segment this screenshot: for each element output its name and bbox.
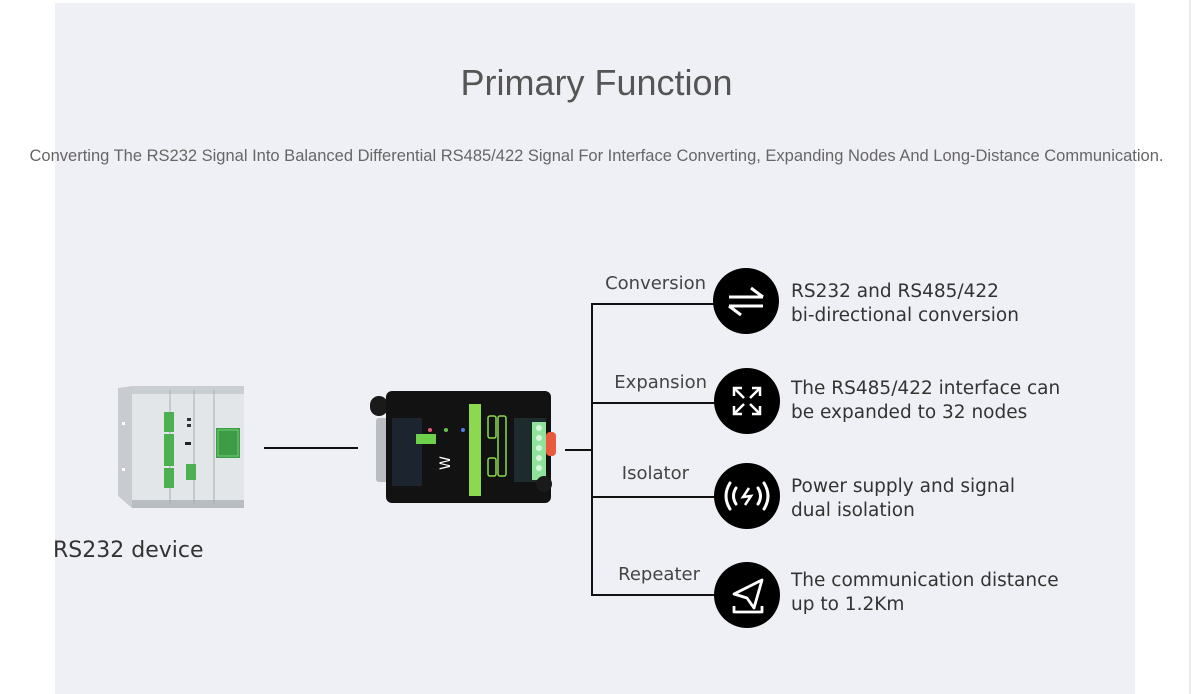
rs232-to-rs485-converter-image: W [370, 391, 556, 503]
branch-label-conversion: Conversion [605, 273, 706, 294]
branch-label-expansion: Expansion [614, 372, 707, 393]
description-line: RS232 and RS485/422 [791, 281, 999, 302]
branch-label-repeater: Repeater [618, 564, 700, 585]
description-line: Power supply and signal [791, 476, 1016, 497]
primary-function-panel [55, 3, 1135, 694]
description-line: bi-directional conversion [791, 305, 1019, 326]
description-line: dual isolation [791, 500, 915, 521]
isolator-icon-badge [714, 463, 780, 529]
description-line: up to 1.2Km [791, 594, 905, 615]
description-conversion: RS232 and RS485/422 bi-directional conve… [791, 280, 1111, 328]
description-line: The communication distance [791, 570, 1059, 591]
description-isolator: Power supply and signal dual isolation [791, 475, 1111, 523]
isolation-signal-icon [724, 481, 770, 511]
industrial-rack-device-image [118, 386, 244, 508]
branch-label-isolator: Isolator [621, 463, 689, 484]
expand-arrows-icon [732, 386, 762, 416]
page-title: Primary Function [460, 62, 733, 103]
description-line: be expanded to 32 nodes [791, 402, 1028, 423]
description-line: The RS485/422 interface can [791, 378, 1061, 399]
scrollbar-edge[interactable] [1189, 0, 1191, 694]
description-repeater: The communication distance up to 1.2Km [791, 569, 1111, 617]
svg-text:W: W [438, 456, 454, 470]
expansion-icon-badge [714, 368, 780, 434]
page-subtitle: Converting The RS232 Signal Into Balance… [29, 147, 1164, 165]
send-distance-icon [732, 578, 764, 614]
rs232-device-label: RS232 device [53, 538, 204, 563]
bidirectional-arrows-icon [728, 286, 764, 317]
repeater-icon-badge [714, 562, 780, 628]
conversion-icon-badge [713, 268, 779, 334]
description-expansion: The RS485/422 interface can be expanded … [791, 377, 1111, 425]
